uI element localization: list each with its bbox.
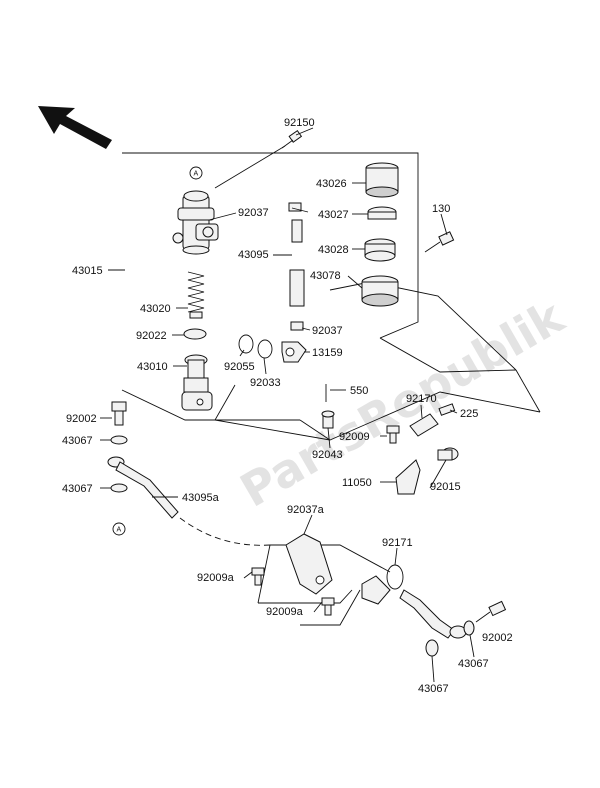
bolt-92002-left: [111, 401, 127, 426]
label-92002-right: 92002: [482, 632, 513, 644]
label-225: 225: [460, 408, 478, 420]
label-92009a-lower: 92009a: [266, 606, 304, 618]
leader-lines: [100, 127, 475, 683]
label-92009: 92009: [339, 431, 370, 443]
label-43095: 43095: [238, 249, 269, 261]
front-direction-arrow-icon: [38, 106, 112, 149]
label-92015: 92015: [430, 481, 461, 493]
label-92171: 92171: [382, 537, 413, 549]
reference-marker-bottom: A: [112, 522, 126, 536]
piston-43010: [181, 354, 213, 411]
label-43015: 43015: [72, 265, 103, 277]
bolt-92009: [386, 425, 400, 444]
washer-43067-bottom: [425, 639, 439, 657]
label-92150: 92150: [284, 117, 315, 129]
label-43027: 43027: [318, 209, 349, 221]
label-92009a-upper: 92009a: [197, 572, 235, 584]
diaphragm-plate-43027: [367, 206, 397, 220]
label-43026: 43026: [316, 178, 347, 190]
label-92002-left: 92002: [66, 413, 97, 425]
label-43095a: 43095a: [182, 492, 220, 504]
bolt-92009a-lower: [321, 597, 335, 616]
elbow-13159: [281, 341, 307, 363]
hose-43095a: [107, 456, 179, 519]
label-43067-middle: 43067: [62, 483, 93, 495]
label-43067-right: 43067: [458, 658, 489, 670]
bracket-92037a: [285, 533, 333, 595]
svg-text:A: A: [117, 527, 122, 534]
reference-marker-top: A: [189, 166, 203, 180]
clip-92033: [257, 339, 273, 359]
label-43067-bottom: 43067: [418, 683, 449, 695]
washer-43067-lower: [110, 483, 128, 493]
label-92037-lower: 92037: [312, 325, 343, 337]
bolt-130: [424, 231, 455, 253]
reservoir-43078: [361, 275, 399, 307]
pin-92043: [321, 410, 335, 429]
label-130: 130: [432, 203, 450, 215]
collar-92015: [437, 447, 459, 461]
label-43020: 43020: [140, 303, 171, 315]
diaphragm-43028: [364, 238, 396, 262]
label-92043: 92043: [312, 449, 343, 461]
label-92055: 92055: [224, 361, 255, 373]
reservoir-cap-43026: [365, 162, 399, 198]
label-43078: 43078: [310, 270, 341, 282]
hose-fitting-43095: [288, 202, 305, 331]
part-number-labels: 92150 43026 92037 43027 130 43095 43028 …: [62, 117, 513, 695]
assembly-lines: [121, 145, 541, 626]
washer-43067-upper: [110, 435, 128, 445]
o-ring-92055: [238, 334, 254, 354]
cup-92022: [183, 328, 207, 340]
clamp-92171: [361, 564, 404, 605]
label-13159: 13159: [312, 347, 343, 359]
screw-92150: [281, 129, 303, 149]
hose-lower-end: [399, 589, 467, 639]
bolt-225: [438, 403, 456, 416]
bracket-11050: [395, 459, 421, 495]
label-43067-upper: 43067: [62, 435, 93, 447]
label-92022: 92022: [136, 330, 167, 342]
label-11050: 11050: [342, 477, 372, 489]
label-92170: 92170: [406, 393, 437, 405]
master-cylinder-body: [172, 190, 219, 255]
bracket-92170: [409, 413, 439, 437]
spring-43020: [187, 271, 205, 319]
bolt-92009a-upper: [251, 567, 265, 586]
label-92033: 92033: [250, 377, 281, 389]
label-92037a: 92037a: [287, 504, 325, 516]
label-43010: 43010: [137, 361, 168, 373]
label-550: 550: [350, 385, 368, 397]
bolt-92002-right: [475, 600, 507, 623]
label-92037-upper: 92037: [238, 207, 269, 219]
svg-text:A: A: [194, 171, 199, 178]
washer-43067-right: [463, 620, 475, 636]
label-43028: 43028: [318, 244, 349, 256]
